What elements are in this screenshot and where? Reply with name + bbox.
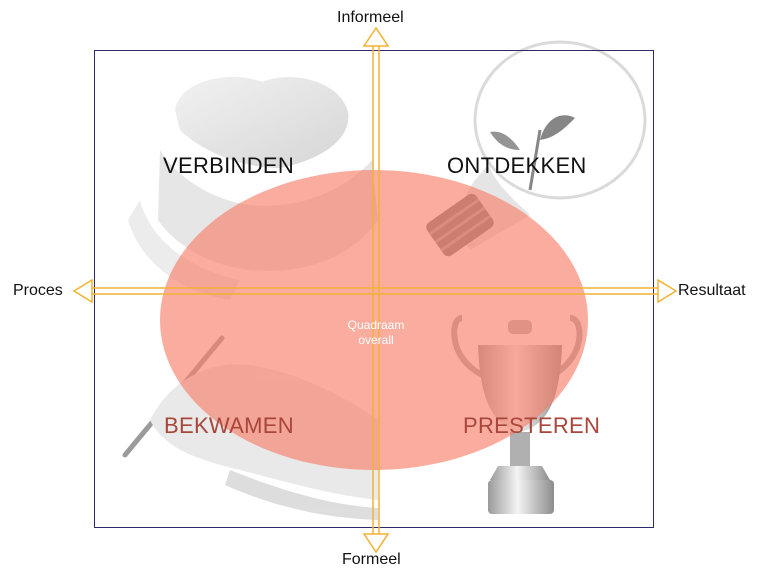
quadrant-label-verbinden: VERBINDEN — [163, 153, 295, 178]
quadrant-label-bekwamen: BEKWAMEN — [164, 413, 294, 438]
axis-label-left: Proces — [13, 282, 63, 299]
quadrant-label-ontdekken: ONTDEKKEN — [447, 153, 587, 178]
vertical-axis-arrow — [362, 26, 390, 554]
center-ellipse — [160, 170, 588, 470]
axis-label-bottom: Formeel — [342, 551, 401, 568]
center-label: Quadraam overall — [316, 318, 436, 348]
quadrant-frame — [94, 50, 654, 528]
horizontal-axis-arrow — [72, 278, 678, 304]
axis-label-top: Informeel — [337, 9, 404, 26]
center-label-line2: overall — [358, 333, 394, 347]
axis-label-right: Resultaat — [678, 282, 746, 299]
quadrant-label-presteren: PRESTEREN — [463, 413, 601, 438]
center-label-line1: Quadraam — [347, 318, 405, 332]
